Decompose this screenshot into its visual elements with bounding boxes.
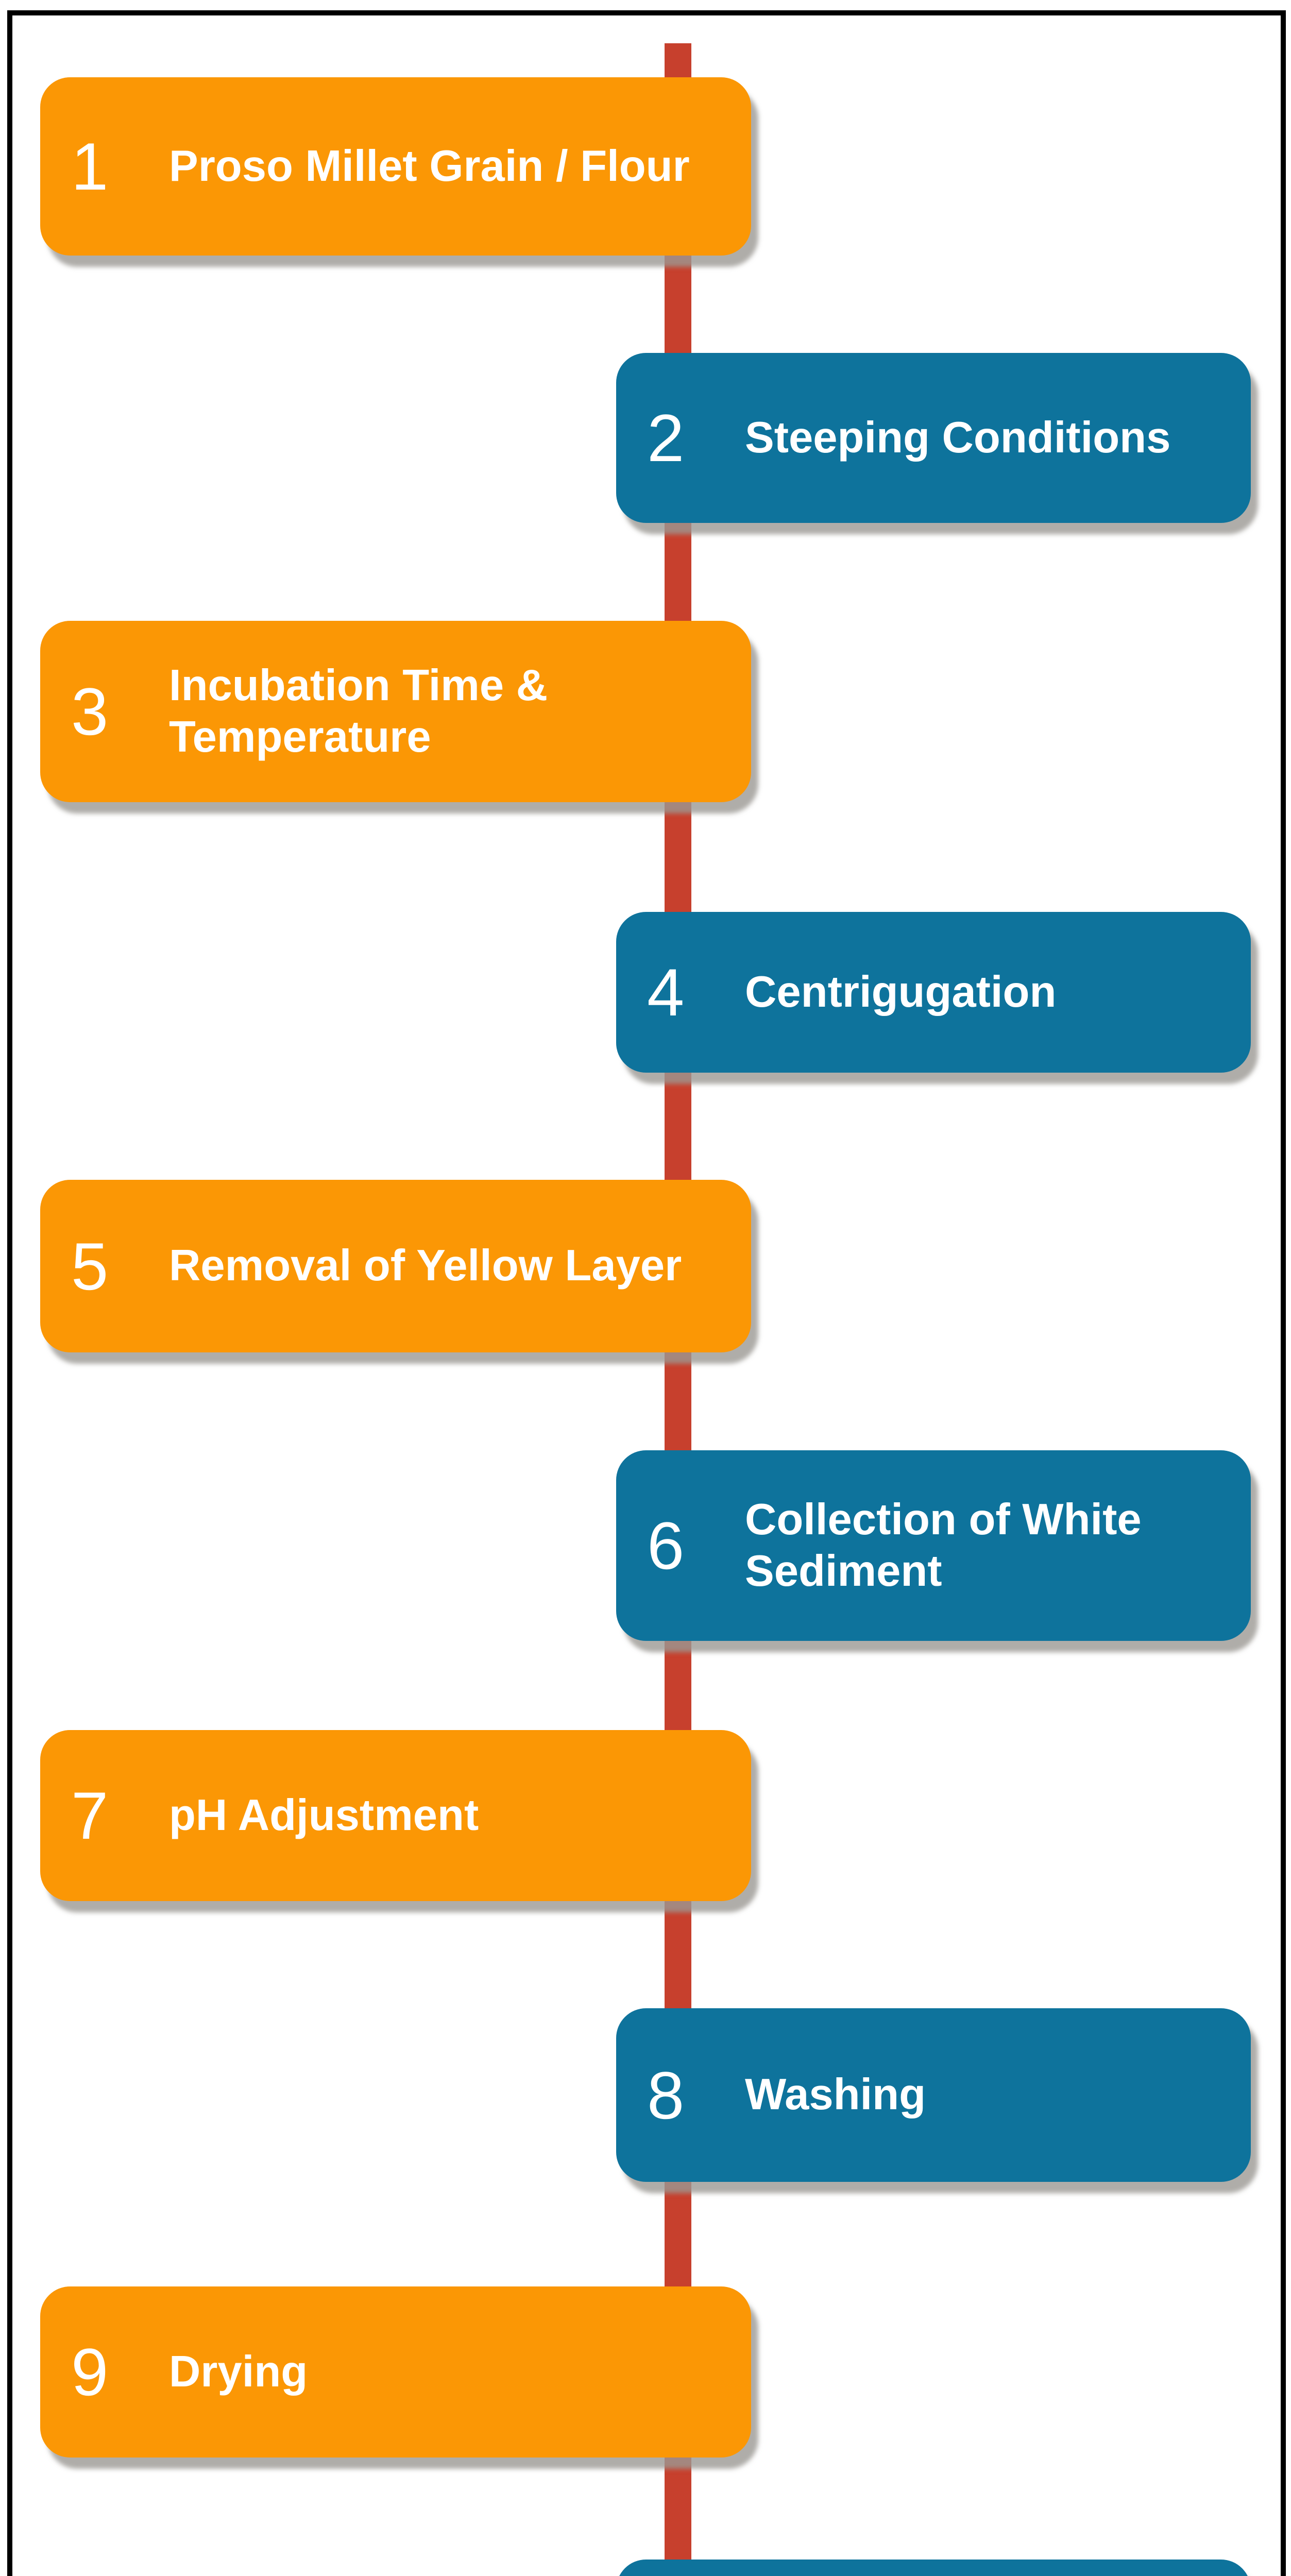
step-number: 4: [647, 955, 685, 1030]
step-number: 3: [71, 674, 109, 749]
step-label: Removal of Yellow Layer: [169, 1241, 682, 1291]
step-box-3: 3 Incubation Time & Temperature: [40, 621, 751, 802]
step-box-7: 7 pH Adjustment: [40, 1730, 751, 1901]
step-number: 6: [647, 1508, 685, 1583]
step-box-2: 2 Steeping Conditions: [616, 353, 1251, 523]
step-label: Collection of White Sediment: [745, 1495, 1142, 1596]
step-box-6: 6 Collection of White Sediment: [616, 1450, 1251, 1641]
step-number: 8: [647, 2057, 685, 2133]
step-number: 2: [647, 400, 685, 476]
step-number: 1: [71, 129, 109, 204]
step-box-9: 9 Drying: [40, 2286, 751, 2458]
step-number: 5: [71, 1228, 109, 1304]
step-label: pH Adjustment: [169, 1790, 479, 1840]
step-box-5: 5 Removal of Yellow Layer: [40, 1180, 751, 1352]
step-number: 9: [71, 2334, 109, 2410]
frame-border: [7, 10, 1286, 2576]
step-label: Incubation Time & Temperature: [169, 660, 548, 761]
step-box-8: 8 Washing: [616, 2008, 1251, 2182]
step-box-10: 10 Proso Millet Starch: [616, 2560, 1251, 2576]
step-box-4: 4 Centrigugation: [616, 912, 1251, 1073]
step-label: Proso Millet Grain / Flour: [169, 141, 690, 191]
step-number: 7: [71, 1778, 109, 1853]
step-label: Drying: [169, 2347, 308, 2396]
step-label: Centrigugation: [745, 967, 1057, 1016]
step-label: Washing: [745, 2070, 926, 2120]
step-box-1: 1 Proso Millet Grain / Flour: [40, 77, 751, 256]
step-label: Steeping Conditions: [745, 413, 1171, 462]
